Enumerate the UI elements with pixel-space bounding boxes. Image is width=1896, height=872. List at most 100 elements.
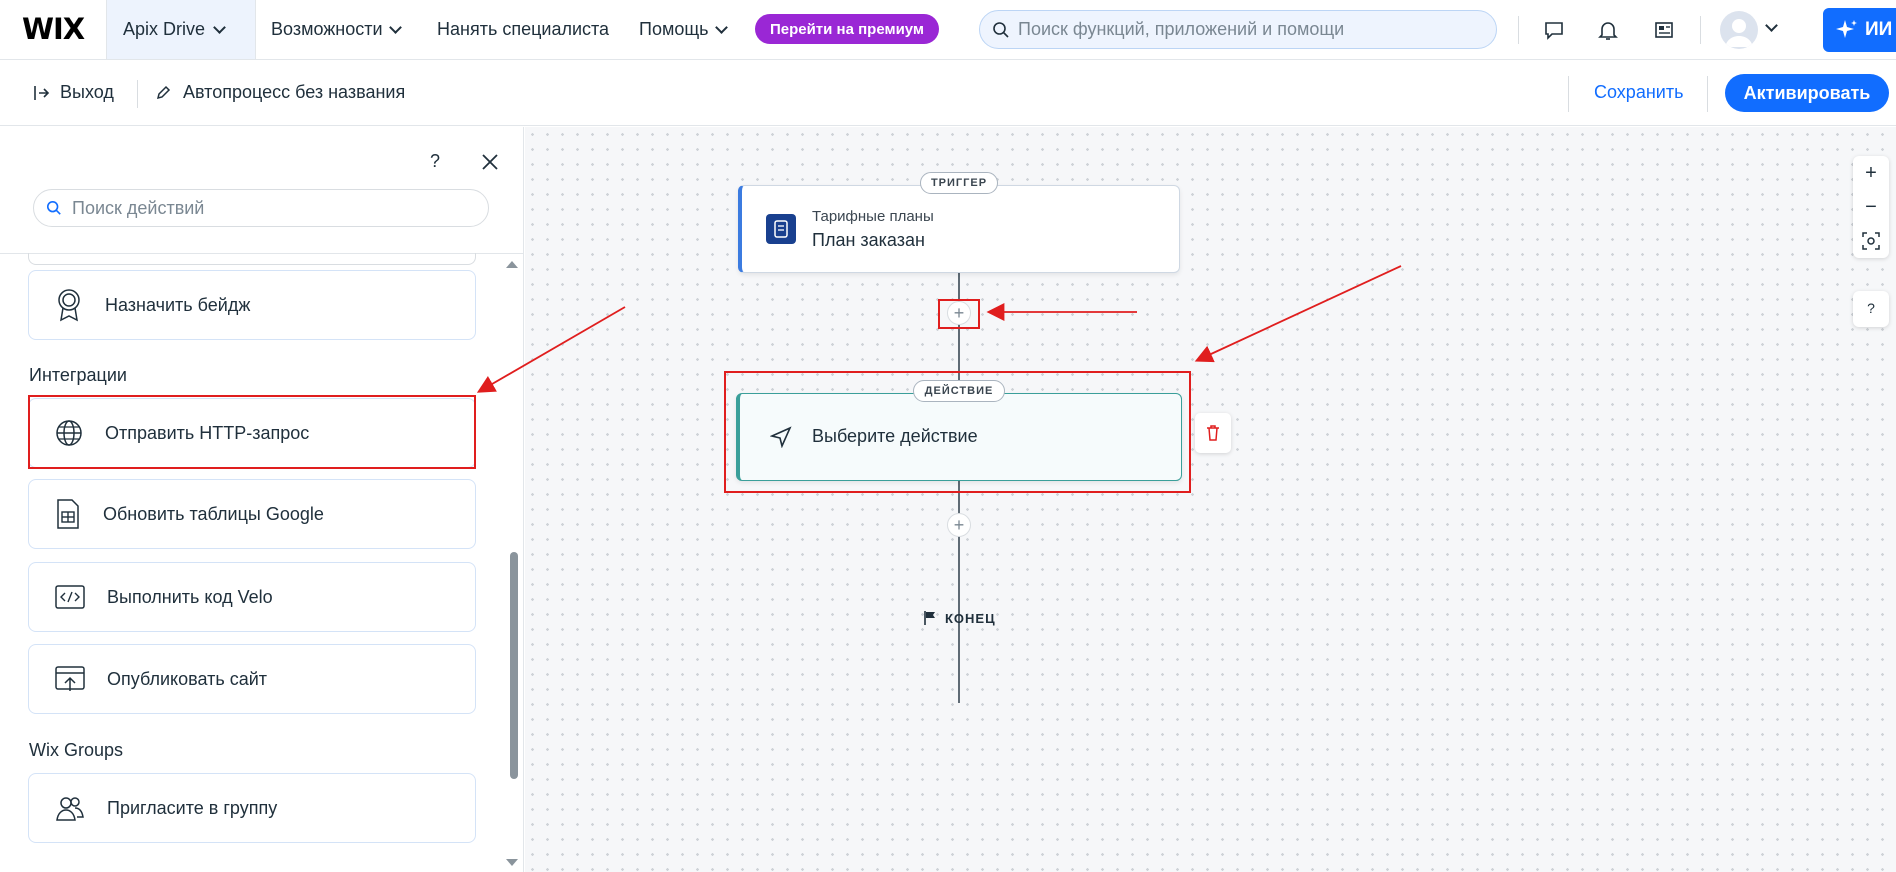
divider — [137, 80, 138, 108]
divider — [1707, 76, 1708, 112]
flow-name: Автопроцесс без названия — [183, 82, 406, 102]
exit-icon — [34, 85, 50, 100]
action-placeholder-label: Выберите действие — [812, 426, 978, 446]
flow-name-field[interactable]: Автопроцесс без названия — [155, 82, 405, 103]
trash-icon — [1207, 425, 1219, 441]
action-label: Обновить таблицы Google — [103, 503, 324, 524]
action-assign-badge[interactable]: Назначить бейдж — [28, 270, 476, 340]
ai-label: ИИ — [1865, 19, 1893, 40]
spreadsheet-icon — [57, 499, 79, 529]
zoom-in-button[interactable]: + — [1865, 161, 1877, 184]
globe-icon — [56, 420, 82, 446]
connector-line — [958, 273, 960, 393]
connector-line — [958, 478, 960, 703]
upgrade-premium-button[interactable]: Перейти на премиум — [755, 14, 939, 44]
flag-icon — [924, 611, 935, 625]
chat-icon[interactable] — [1540, 16, 1568, 44]
save-button[interactable]: Сохранить — [1594, 82, 1684, 102]
site-switcher[interactable]: Apix Drive — [106, 0, 256, 59]
nav-features[interactable]: Возможности — [271, 0, 402, 59]
wix-logo[interactable]: WIX — [22, 12, 85, 46]
chevron-down-icon — [714, 20, 728, 34]
action-label: Назначить бейдж — [105, 294, 251, 315]
actions-search-placeholder: Поиск действий — [72, 197, 205, 218]
section-title-wix-groups: Wix Groups — [29, 740, 124, 760]
focus-icon — [1862, 232, 1880, 250]
canvas-help-button[interactable]: ? — [1867, 300, 1875, 316]
close-icon[interactable] — [481, 153, 499, 171]
action-tag: ДЕЙСТВИЕ — [913, 380, 1005, 402]
bell-icon[interactable] — [1594, 16, 1622, 44]
exit-label: Выход — [60, 82, 114, 102]
add-step-button[interactable]: + — [947, 301, 971, 325]
highlight-box — [938, 299, 980, 329]
group-icon — [56, 797, 84, 821]
action-publish-site[interactable]: Опубликовать сайт — [28, 644, 476, 714]
pricing-plans-icon — [766, 214, 796, 244]
pencil-icon — [156, 85, 171, 99]
ai-assistant-button[interactable]: ИИ — [1823, 8, 1896, 52]
trigger-event-name: План заказан — [812, 230, 925, 250]
fit-to-screen-button[interactable] — [1853, 224, 1889, 258]
zoom-out-button[interactable]: − — [1865, 195, 1877, 218]
action-label: Пригласите в группу — [107, 797, 278, 818]
scroll-up-arrow[interactable] — [506, 261, 518, 268]
end-label: КОНЕЦ — [945, 610, 996, 626]
divider — [1568, 76, 1569, 112]
arrow — [1194, 265, 1402, 363]
newsfeed-icon[interactable] — [1650, 16, 1678, 44]
activate-button[interactable]: Активировать — [1725, 74, 1889, 112]
highlight-box — [724, 371, 1191, 493]
delete-step-button[interactable] — [1195, 413, 1231, 453]
annotation-arrows — [986, 265, 1402, 363]
action-send-http-request[interactable]: Отправить HTTP-запрос — [28, 398, 476, 468]
chevron-down-icon — [213, 20, 226, 34]
action-label: Выполнить код Velo — [107, 586, 273, 607]
publish-icon — [55, 666, 85, 691]
action-run-velo-code[interactable]: Выполнить код Velo — [28, 562, 476, 632]
action-label: Отправить HTTP-запрос — [105, 422, 310, 443]
chevron-down-icon[interactable] — [1765, 19, 1778, 32]
badge-icon — [58, 289, 80, 322]
avatar[interactable] — [1720, 11, 1758, 49]
add-step-button[interactable]: + — [947, 513, 971, 537]
trigger-tag: ТРИГГЕР — [920, 172, 998, 194]
nav-help-label: Помощь — [639, 19, 709, 39]
nav-hire-label: Нанять специалиста — [437, 19, 610, 39]
divider — [0, 253, 523, 254]
action-update-google-sheets[interactable]: Обновить таблицы Google — [28, 479, 476, 549]
nav-features-label: Возможности — [271, 19, 383, 39]
automation-toolbar: Выход Автопроцесс без названия Сохранить… — [0, 60, 1896, 126]
scroll-down-arrow[interactable] — [506, 859, 518, 866]
divider — [1700, 16, 1701, 44]
list-item[interactable] — [28, 253, 476, 265]
top-bar: WIX Apix Drive Возможности Нанять специа… — [0, 0, 1896, 60]
sparkle-icon — [1836, 20, 1857, 38]
action-label: Опубликовать сайт — [107, 668, 268, 689]
exit-button[interactable]: Выход — [32, 82, 114, 103]
actions-search-input[interactable]: Поиск действий — [33, 189, 489, 227]
nav-help[interactable]: Помощь — [639, 0, 728, 59]
scrollbar-thumb[interactable] — [510, 552, 518, 779]
user-icon — [1725, 19, 1753, 47]
section-title-integrations: Интеграции — [29, 365, 127, 385]
canvas-help-wrap: ? — [1853, 291, 1889, 327]
highlight-box — [28, 395, 476, 469]
nav-hire-expert[interactable]: Нанять специалиста — [437, 0, 609, 59]
flow-end-marker: КОНЕЦ — [923, 610, 996, 626]
code-icon — [55, 585, 85, 609]
actions-panel: ? Поиск действий Назначить бейдж Интегра… — [0, 127, 524, 872]
global-search-placeholder: Поиск функций, приложений и помощи — [1018, 19, 1345, 39]
send-icon — [770, 426, 792, 448]
search-icon — [46, 200, 61, 215]
chevron-down-icon — [388, 20, 402, 34]
divider — [1518, 16, 1519, 44]
trigger-app-name: Тарифные планы — [812, 208, 934, 225]
panel-help-button[interactable]: ? — [430, 151, 441, 171]
zoom-controls: + − — [1853, 156, 1889, 258]
global-search-input[interactable]: Поиск функций, приложений и помощи — [979, 10, 1497, 49]
flow-canvas[interactable]: Тарифные планы План заказан ТРИГГЕР + Вы… — [525, 127, 1896, 872]
site-name: Apix Drive — [123, 19, 206, 39]
action-node[interactable]: Выберите действие — [736, 393, 1182, 481]
action-invite-to-group[interactable]: Пригласите в группу — [28, 773, 476, 843]
